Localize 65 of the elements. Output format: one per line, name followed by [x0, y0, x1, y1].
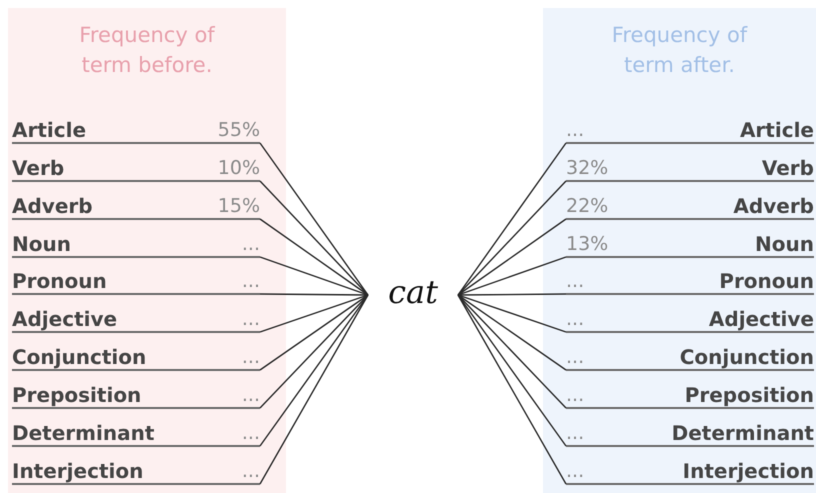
term-label: Interjection — [12, 459, 144, 483]
frequency-value: ... — [566, 459, 584, 483]
frequency-value: 13% — [566, 232, 608, 256]
connector-line — [259, 294, 369, 446]
panel-heading: Frequency of term before. — [78, 22, 216, 79]
term-label: Adverb — [733, 194, 814, 218]
connector-line — [458, 294, 566, 408]
connector-line — [457, 294, 567, 446]
term-label: Verb — [762, 156, 814, 180]
term-label: Conjunction — [680, 345, 814, 369]
term-label: Pronoun — [12, 269, 107, 293]
frequency-value: ... — [242, 421, 260, 445]
connector-line — [260, 294, 368, 333]
connector-line — [458, 180, 566, 296]
connector-line — [259, 294, 369, 484]
frequency-value: 32% — [566, 156, 608, 180]
connector-line — [458, 256, 566, 296]
frequency-value: 22% — [566, 194, 608, 218]
connector-line — [458, 218, 566, 296]
connector-line — [260, 218, 368, 296]
frequency-value: ... — [242, 459, 260, 483]
panel-background — [543, 8, 816, 493]
frequency-value: ... — [242, 232, 260, 256]
connector-line — [260, 180, 368, 296]
panel-heading: Frequency of term after. — [610, 22, 748, 79]
term-label: Adjective — [708, 307, 814, 331]
term-label: Adjective — [12, 307, 118, 331]
frequency-value: ... — [242, 383, 260, 407]
connector-line — [458, 293, 566, 296]
term-label: Adverb — [12, 194, 93, 218]
frequency-value: ... — [566, 307, 584, 331]
connector-line — [457, 294, 567, 484]
frequency-value: ... — [566, 345, 584, 369]
connector-line — [458, 294, 566, 371]
term-label: Determinant — [12, 421, 154, 445]
term-label: Article — [12, 118, 86, 142]
frequency-value: ... — [566, 383, 584, 407]
center-word: cat — [368, 272, 458, 312]
connector-line — [457, 142, 567, 296]
frequency-value: ... — [242, 307, 260, 331]
connector-line — [259, 142, 369, 296]
term-label: Preposition — [12, 383, 142, 407]
term-label: Conjunction — [12, 345, 146, 369]
frequency-value: ... — [566, 421, 584, 445]
term-label: Pronoun — [719, 269, 814, 293]
term-label: Verb — [12, 156, 64, 180]
term-label: Noun — [755, 232, 814, 256]
term-label: Determinant — [672, 421, 814, 445]
frequency-value: 15% — [218, 194, 260, 218]
frequency-value: ... — [242, 269, 260, 293]
term-label: Article — [740, 118, 814, 142]
frequency-value: 55% — [218, 118, 260, 142]
connector-line — [260, 293, 368, 296]
panel-background — [8, 8, 286, 493]
connector-line — [260, 294, 368, 408]
term-label: Preposition — [684, 383, 814, 407]
term-label: Interjection — [682, 459, 814, 483]
frequency-value: ... — [566, 269, 584, 293]
frequency-value: ... — [242, 345, 260, 369]
connector-line — [458, 294, 566, 333]
frequency-value: 10% — [218, 156, 260, 180]
connector-line — [260, 256, 368, 296]
term-label: Noun — [12, 232, 71, 256]
frequency-value: ... — [566, 118, 584, 142]
connector-line — [260, 294, 368, 371]
